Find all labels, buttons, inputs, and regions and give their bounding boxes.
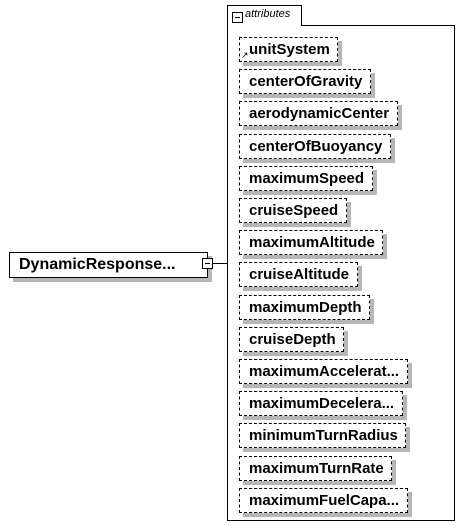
attribute-label: maximumAltitude bbox=[249, 234, 375, 251]
attribute-item[interactable]: centerOfBuoyancy bbox=[239, 134, 395, 163]
attribute-label: cruiseAltitude bbox=[249, 266, 350, 283]
attribute-label: unitSystem bbox=[249, 41, 330, 58]
attribute-item[interactable]: maximumAltitude bbox=[239, 230, 387, 259]
attribute-box[interactable]: maximumDepth bbox=[239, 295, 370, 320]
attribute-item[interactable]: cruiseDepth bbox=[239, 327, 348, 356]
attribute-label: maximumDepth bbox=[249, 299, 362, 316]
attribute-label: maximumTurnRate bbox=[249, 460, 384, 477]
attribute-item[interactable]: maximumSpeed bbox=[239, 166, 377, 195]
attribute-box[interactable]: centerOfBuoyancy bbox=[239, 134, 391, 159]
attribute-item[interactable]: minimumTurnRadius bbox=[239, 423, 410, 452]
attribute-box[interactable]: cruiseDepth bbox=[239, 327, 344, 352]
attribute-label: centerOfBuoyancy bbox=[249, 138, 383, 155]
attribute-box[interactable]: minimumTurnRadius bbox=[239, 423, 406, 448]
root-element-dynamic-response[interactable]: DynamicResponse... bbox=[9, 252, 212, 282]
reference-arrow-icon: ↗ bbox=[241, 50, 249, 60]
attributes-group-tab[interactable]: attributes bbox=[227, 5, 302, 26]
group-collapse-icon[interactable] bbox=[232, 12, 243, 23]
root-element-box[interactable]: DynamicResponse... bbox=[9, 252, 208, 278]
attribute-item[interactable]: unitSystem↗ bbox=[239, 37, 342, 66]
attribute-box[interactable]: centerOfGravity bbox=[239, 69, 371, 94]
attribute-item[interactable]: cruiseSpeed bbox=[239, 198, 351, 227]
attribute-item[interactable]: aerodynamicCenter bbox=[239, 101, 402, 130]
root-element-label: DynamicResponse... bbox=[19, 256, 176, 273]
root-to-group-connector bbox=[212, 263, 227, 264]
attribute-label: maximumFuelCapa... bbox=[249, 492, 400, 509]
attribute-label: maximumAccelerat... bbox=[249, 363, 400, 380]
attribute-label: centerOfGravity bbox=[249, 73, 363, 90]
attribute-item[interactable]: maximumTurnRate bbox=[239, 456, 396, 485]
attribute-item[interactable]: centerOfGravity bbox=[239, 69, 375, 98]
attribute-box[interactable]: maximumAccelerat... bbox=[239, 359, 408, 384]
attribute-box[interactable]: maximumFuelCapa... bbox=[239, 488, 408, 513]
attributes-group-frame bbox=[227, 25, 455, 521]
attribute-box[interactable]: maximumAltitude bbox=[239, 230, 383, 255]
attribute-item[interactable]: maximumDepth bbox=[239, 295, 374, 324]
attribute-item[interactable]: maximumDecelera... bbox=[239, 391, 407, 420]
attribute-box[interactable]: maximumSpeed bbox=[239, 166, 373, 191]
attribute-label: cruiseSpeed bbox=[249, 202, 339, 219]
attribute-label: minimumTurnRadius bbox=[249, 427, 398, 444]
attribute-item[interactable]: maximumFuelCapa... bbox=[239, 488, 412, 517]
attribute-label: aerodynamicCenter bbox=[249, 105, 390, 122]
attribute-item[interactable]: maximumAccelerat... bbox=[239, 359, 412, 388]
attribute-label: maximumSpeed bbox=[249, 170, 365, 187]
attribute-box[interactable]: cruiseSpeed bbox=[239, 198, 347, 223]
attribute-box[interactable]: aerodynamicCenter bbox=[239, 101, 398, 126]
attribute-label: maximumDecelera... bbox=[249, 395, 395, 412]
attribute-box[interactable]: unitSystem↗ bbox=[239, 37, 338, 62]
attribute-box[interactable]: cruiseAltitude bbox=[239, 262, 358, 287]
attributes-group-label: attributes bbox=[245, 8, 291, 20]
attribute-item[interactable]: cruiseAltitude bbox=[239, 262, 362, 291]
attribute-label: cruiseDepth bbox=[249, 331, 336, 348]
attribute-box[interactable]: maximumDecelera... bbox=[239, 391, 403, 416]
attribute-box[interactable]: maximumTurnRate bbox=[239, 456, 392, 481]
